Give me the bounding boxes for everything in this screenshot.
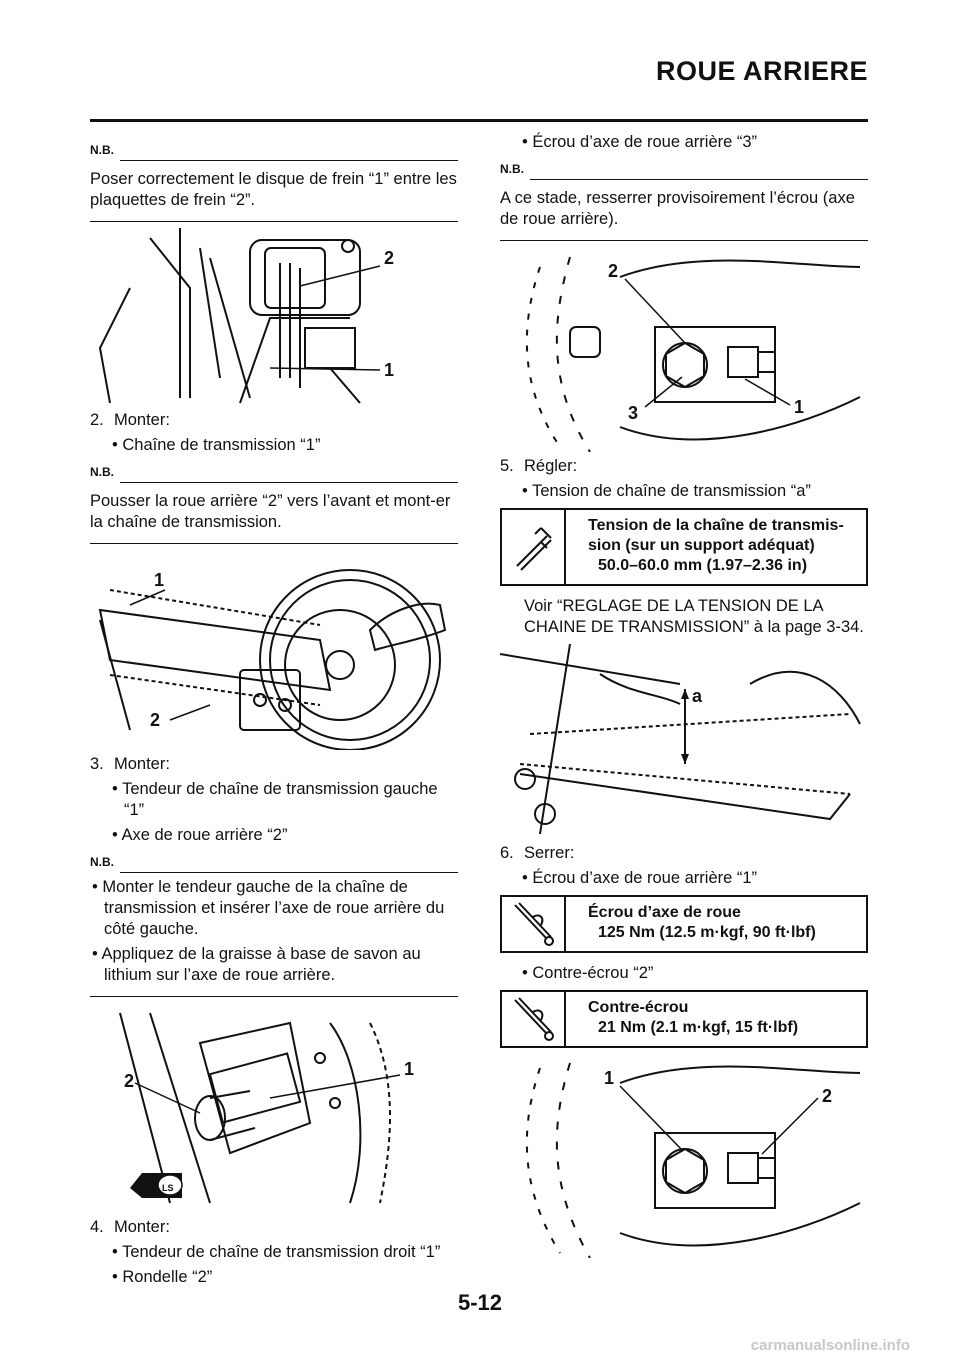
ls-label: LS — [162, 1183, 174, 1193]
nb-label: N.B. — [90, 855, 114, 869]
callout-2: 2 — [384, 248, 395, 268]
step-number: 2. — [90, 411, 104, 429]
bullet-item: • Tendeur de chaîne de transmission gauc… — [112, 780, 438, 819]
spec-text: Écrou d’axe de roue 125 Nm (12.5 m·kgf, … — [566, 897, 816, 951]
nb-heading: N.B. — [500, 159, 868, 180]
callout-1: 1 — [154, 570, 165, 590]
step-number: 5. — [500, 457, 514, 475]
watermark: carmanualsonline.info — [750, 1337, 910, 1354]
axle-adjuster-illustration — [119, 1012, 401, 1204]
nb-bullet: • Appliquez de la graisse à base de savo… — [92, 945, 421, 984]
nb-heading: N.B. — [90, 140, 458, 161]
step-number: 4. — [90, 1218, 104, 1236]
drive-chain-illustration — [98, 569, 447, 750]
callout-1: 1 — [794, 397, 805, 417]
step-6: 6. Serrer: — [500, 843, 868, 864]
page-title: ROUE ARRIERE — [655, 56, 868, 86]
bullet-item: • Chaîne de transmission “1” — [112, 436, 321, 454]
spec-title: sion (sur un support adéquat) — [588, 537, 815, 554]
nb-rule — [120, 864, 458, 873]
step-title: Régler: — [524, 457, 578, 475]
spec-title: Tension de la chaîne de transmis- — [588, 517, 844, 534]
reference-text: Voir “REGLAGE DE LA TENSION DE LA CHAINE… — [524, 597, 864, 636]
step-title: Monter: — [114, 755, 170, 773]
callout-1: 1 — [604, 1068, 615, 1088]
bullet-item: • Écrou d’axe de roue arrière “3” — [522, 133, 758, 151]
nb-label: N.B. — [90, 465, 114, 479]
nb-heading: N.B. — [90, 852, 458, 873]
step-title: Monter: — [114, 1218, 170, 1236]
spec-box-locknut: Contre-écrou 21 Nm (2.1 m·kgf, 15 ft·lbf… — [500, 990, 868, 1048]
step-2: 2. Monter: — [90, 410, 458, 431]
left-column: N.B. Poser correctement le disque de fre… — [90, 134, 458, 1292]
callout-2: 2 — [124, 1071, 135, 1091]
callout-1: 1 — [404, 1059, 415, 1079]
nb-end-rule — [90, 543, 458, 544]
torque-wrench-icon — [502, 992, 566, 1046]
step-title: Monter: — [114, 411, 170, 429]
step-title: Serrer: — [524, 844, 575, 862]
bullet-item: • Axe de roue arrière “2” — [112, 826, 288, 844]
figure-axle-adjuster: 1 2 LS — [90, 1003, 458, 1213]
callout-1: 1 — [384, 360, 395, 380]
step-number: 3. — [90, 755, 104, 773]
figure-chain-slack: a — [500, 644, 868, 839]
figure-axle-locknut: 1 2 — [500, 1058, 868, 1258]
nb-label: N.B. — [500, 162, 524, 176]
nb-text: A ce stade, resserrer provisoirement l’é… — [500, 189, 855, 228]
page-number: 5-12 — [457, 1290, 503, 1315]
spec-title: Écrou d’axe de roue — [588, 904, 741, 921]
figure-axle-nut: 2 3 1 — [500, 247, 868, 452]
spec-box-chain-tension: Tension de la chaîne de transmis- sion (… — [500, 508, 868, 586]
bullet-item: • Rondelle “2” — [112, 1268, 213, 1286]
nb-heading: N.B. — [90, 462, 458, 483]
nb-rule — [120, 152, 458, 161]
nb-bullet: • Monter le tendeur gauche de la chaîne … — [92, 878, 445, 938]
brake-caliper-illustration — [98, 228, 381, 404]
spec-value: 50.0–60.0 mm (1.97–2.36 in) — [598, 557, 808, 574]
spec-title: Contre-écrou — [588, 999, 689, 1016]
spec-text: Tension de la chaîne de transmis- sion (… — [566, 510, 844, 584]
callout-2: 2 — [822, 1086, 833, 1106]
axle-locknut-illustration — [525, 1062, 861, 1258]
spec-box-axle-nut: Écrou d’axe de roue 125 Nm (12.5 m·kgf, … — [500, 895, 868, 953]
nb-text: Poser correctement le disque de frein “1… — [90, 170, 457, 209]
figure-brake-caliper: 2 1 — [90, 228, 458, 406]
axle-nut-illustration — [525, 256, 861, 452]
nb-end-rule — [90, 996, 458, 997]
callout-3: 3 — [628, 403, 639, 423]
nb-end-rule — [500, 240, 868, 241]
torque-wrench-icon — [502, 897, 566, 951]
bullet-item: • Tendeur de chaîne de transmission droi… — [112, 1243, 441, 1261]
spec-text: Contre-écrou 21 Nm (2.1 m·kgf, 15 ft·lbf… — [566, 992, 798, 1046]
step-3: 3. Monter: — [90, 754, 458, 775]
chain-slack-illustration — [500, 644, 861, 835]
nb-end-rule — [90, 221, 458, 222]
caliper-icon — [502, 510, 566, 584]
callout-2: 2 — [608, 261, 619, 281]
step-number: 6. — [500, 844, 514, 862]
step-5: 5. Régler: — [500, 456, 868, 477]
nb-label: N.B. — [90, 143, 114, 157]
spec-value: 21 Nm (2.1 m·kgf, 15 ft·lbf) — [598, 1019, 799, 1036]
bullet-item: • Tension de chaîne de transmission “a” — [522, 482, 811, 500]
figure-drive-chain: 1 2 — [90, 550, 458, 750]
bullet-item: • Écrou d’axe de roue arrière “1” — [522, 869, 758, 887]
nb-text: Pousser la roue arrière “2” vers l’avant… — [90, 492, 451, 531]
step-4: 4. Monter: — [90, 1217, 458, 1238]
nb-rule — [120, 474, 458, 483]
nb-rule — [530, 171, 868, 180]
callout-a: a — [692, 686, 703, 706]
bullet-item: • Contre-écrou “2” — [522, 964, 654, 982]
header-rule — [90, 119, 868, 122]
spec-value: 125 Nm (12.5 m·kgf, 90 ft·lbf) — [598, 924, 816, 941]
callout-2: 2 — [150, 710, 161, 730]
right-column: • Écrou d’axe de roue arrière “3” N.B. A… — [500, 128, 868, 1262]
